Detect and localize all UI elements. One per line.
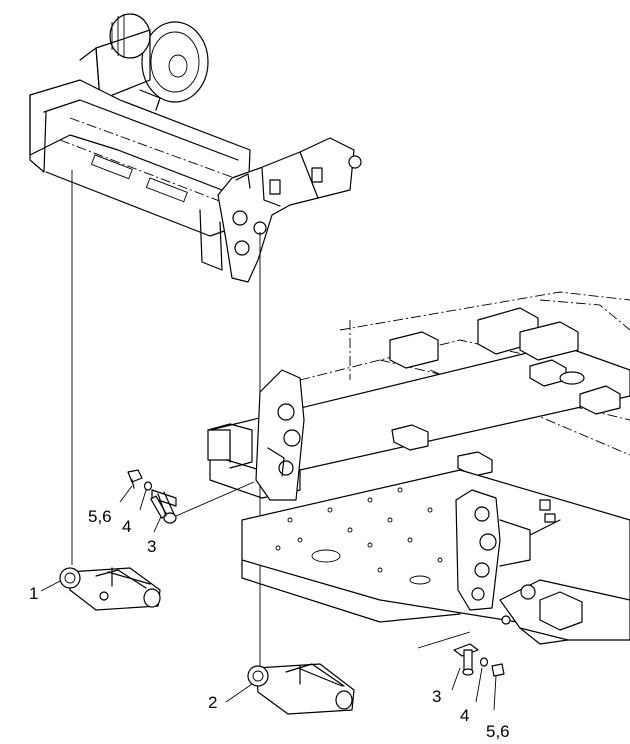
front-axle-assembly (29, 13, 362, 283)
hydraulic-cylinder-2 (247, 663, 355, 715)
callout-part-3-upper: 3 (147, 537, 157, 556)
washer-upper (143, 481, 153, 491)
washer-lower (479, 657, 489, 667)
chassis-frame (207, 291, 630, 645)
callout-part-3-lower: 3 (432, 687, 442, 706)
pivot-pin-lower (453, 643, 479, 676)
callout-part-2: 2 (208, 693, 218, 712)
bolt-upper (127, 469, 143, 489)
pivot-pin-upper (150, 489, 177, 524)
callout-part-5-6-upper: 5,6 (88, 507, 112, 526)
callout-part-1: 1 (29, 584, 39, 603)
bolt-lower (491, 663, 505, 677)
callout-part-4-upper: 4 (122, 517, 132, 536)
callout-part-5-6-lower: 5,6 (486, 722, 510, 741)
hydraulic-cylinder-1 (59, 567, 161, 611)
callout-part-4-lower: 4 (460, 706, 470, 725)
